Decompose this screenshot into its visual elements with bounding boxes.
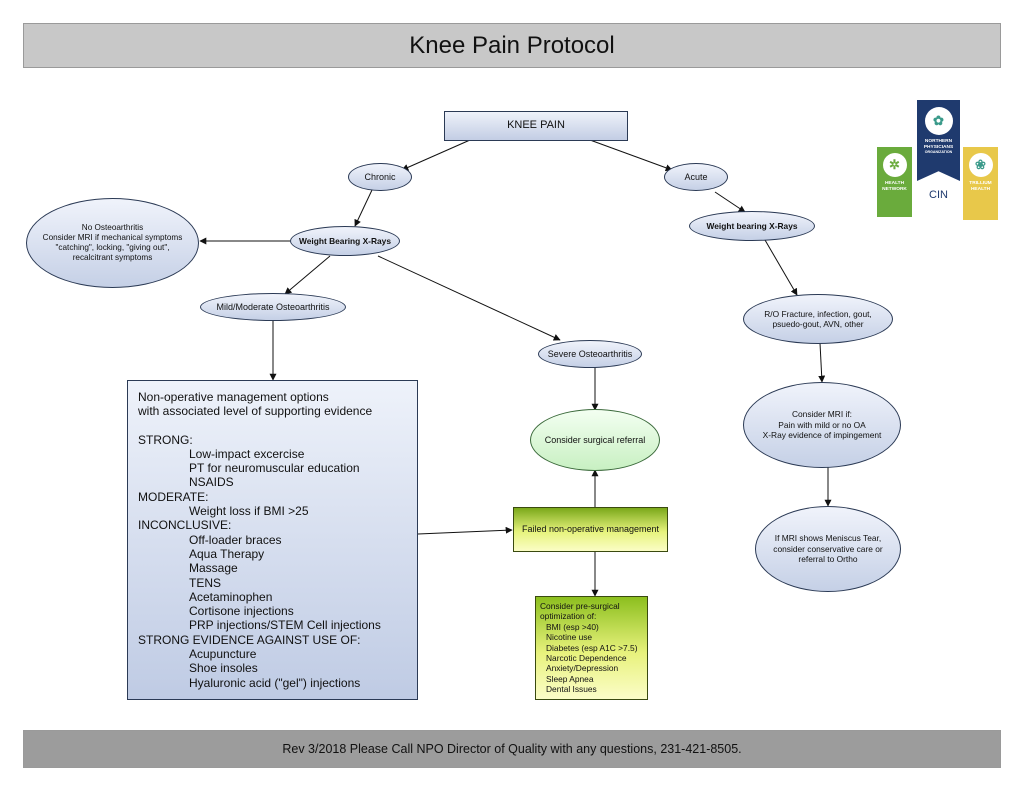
list-item: NSAIDS [189, 475, 234, 490]
node-acute: Acute [664, 163, 728, 191]
npo-banner: ✿ NORTHERN PHYSICIANS ORGANIZATION [917, 100, 960, 181]
health-network-logo: ✲ HEALTH NETWORK [877, 147, 912, 217]
list-item: Nicotine use [546, 632, 593, 643]
list-item: PRP injections/STEM Cell injections [189, 618, 381, 633]
leaf-icon: ✿ [924, 107, 953, 135]
node-no-osteoarthritis: No Osteoarthritis Consider MRI if mechan… [26, 198, 199, 288]
list-item: Hyaluronic acid ("gel") injections [189, 675, 361, 690]
list-item: Cortisone injections [189, 604, 294, 619]
list-item: Aqua Therapy [189, 546, 265, 561]
trillium-icon: ❀ [968, 153, 993, 177]
management-options-box: Non-operative management options with as… [127, 380, 418, 700]
moderate-header: MODERATE: [138, 489, 209, 504]
arrow-acute-xray [714, 191, 746, 213]
network-icon: ✲ [882, 153, 907, 177]
arrow-acute-xray-ro [764, 239, 798, 296]
list-item: Dental Issues [546, 684, 597, 695]
footer: Rev 3/2018 Please Call NPO Director of Q… [23, 730, 1001, 768]
node-surgical-referral: Consider surgical referral [530, 409, 660, 471]
list-item: TENS [189, 575, 222, 590]
against-header: STRONG EVIDENCE AGAINST USE OF: [138, 632, 361, 647]
inconclusive-header: INCONCLUSIVE: [138, 518, 232, 533]
node-rule-out-fracture: R/O Fracture, infection, gout, psuedo-go… [743, 294, 893, 344]
node-chronic: Chronic [348, 163, 412, 191]
node-weight-bearing-xrays-acute: Weight bearing X-Rays [689, 211, 815, 241]
node-consider-mri: Consider MRI if: Pain with mild or no OA… [743, 382, 901, 468]
list-item: Anxiety/Depression [546, 663, 619, 674]
list-item: Shoe insoles [189, 661, 258, 676]
list-item: Massage [189, 561, 238, 576]
list-item: Narcotic Dependence [546, 653, 627, 664]
node-failed-non-operative: Failed non-operative management [513, 507, 668, 552]
list-item: Off-loader braces [189, 532, 282, 547]
arrow-knee-chronic [401, 139, 471, 171]
footer-text: Rev 3/2018 Please Call NPO Director of Q… [282, 742, 742, 756]
list-item: Acetaminophen [189, 589, 273, 604]
list-item: Sleep Apnea [546, 673, 594, 684]
arrow-box-failed [417, 526, 513, 535]
list-item: Acupuncture [189, 647, 257, 662]
list-item: Diabetes (esp A1C >7.5) [546, 642, 638, 653]
node-mild-moderate-oa: Mild/Moderate Osteoarthritis [200, 293, 346, 321]
list-item: PT for neuromuscular education [189, 461, 360, 476]
node-knee-pain: KNEE PAIN [444, 111, 628, 141]
strong-header: STRONG: [138, 432, 193, 447]
arrow-chronic-xray [354, 189, 373, 227]
list-item: BMI (esp >40) [546, 621, 599, 632]
arrow-xray-mild [284, 255, 331, 295]
list-item: Weight loss if BMI >25 [189, 504, 309, 519]
trillium-health-logo: ❀ TRILLIUM HEALTH [963, 147, 998, 220]
title-text: Knee Pain Protocol [409, 31, 615, 59]
presurgical-optimization-box: Consider pre-surgical optimization of: B… [535, 596, 648, 700]
arrow-xray-severe [377, 255, 561, 341]
node-weight-bearing-xrays-chronic: Weight Bearing X-Rays [290, 226, 400, 256]
npo-cin-logo: ✿ NORTHERN PHYSICIANS ORGANIZATION CIN [917, 100, 960, 220]
arrow-knee-acute [589, 139, 673, 172]
page-title: Knee Pain Protocol [23, 23, 1001, 68]
node-severe-oa: Severe Osteoarthritis [538, 340, 642, 368]
node-meniscus-tear: If MRI shows Meniscus Tear, consider con… [755, 506, 901, 592]
list-item: Low-impact excercise [189, 446, 305, 461]
arrow-ro-mri [818, 342, 826, 383]
